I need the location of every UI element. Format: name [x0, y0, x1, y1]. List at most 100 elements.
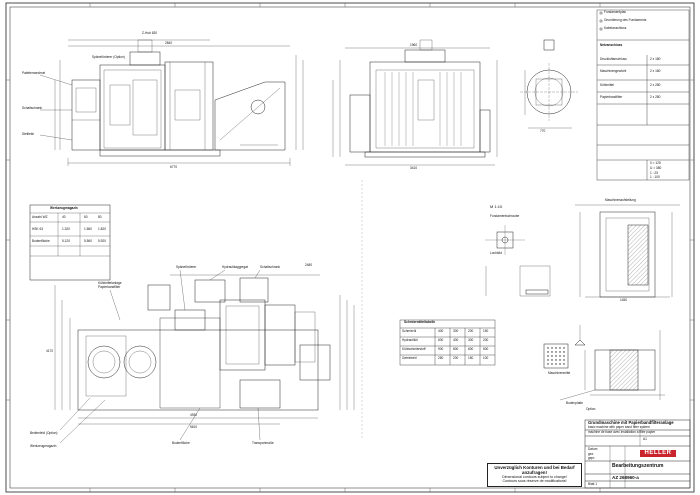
notice-box: Unverzüglich Konturen und bei Bedarf anz…: [487, 463, 582, 487]
anchor-label: Fundamentschraube: [490, 214, 520, 218]
plan-view-machine: [29, 204, 355, 444]
mid-r3c5: 500: [483, 347, 489, 351]
left-table-r1c3: 60: [84, 215, 88, 219]
plan-label-hydraulic: Hydraulikaggregat: [222, 265, 248, 269]
door-label: Stellteile: [22, 132, 35, 136]
plan-label-chip: Späneförderer: [176, 265, 197, 269]
detail-title: Maschinenaufstellung: [605, 198, 636, 202]
left-table-r1c4: 80: [98, 215, 102, 219]
left-table-r3c3: 5.560: [84, 239, 92, 243]
notes-column: [596, 9, 690, 181]
dim-plan-left: 4170: [46, 349, 54, 353]
side-view-machine: [332, 39, 498, 166]
title-block: [584, 419, 691, 489]
left-table-r1c1: Anzahl WZ: [32, 215, 48, 219]
mid-r2c2: 600: [438, 338, 444, 342]
value-6: U = 380: [650, 166, 662, 170]
plan-label-magazine: Werkzeugmagazin: [30, 444, 57, 448]
left-table-r3c2: 5.120: [62, 239, 70, 243]
center-label: Maschinenmitte: [548, 371, 571, 375]
left-table-r3c4: 5.920: [98, 239, 106, 243]
left-table-r2c1: HSK 63: [32, 227, 43, 231]
value-5: 0 = 125: [650, 161, 661, 165]
dim-small-top: 770: [540, 129, 546, 133]
mid-r4c3: 200: [453, 356, 459, 360]
spindle-label: Z-Hub 630: [142, 31, 158, 35]
tb-checked: gepr.: [588, 456, 596, 460]
option-label: Option: [586, 407, 596, 411]
note-7: Kühlmittel: [600, 83, 614, 87]
left-table-r3c1: Bodenfläche: [32, 239, 50, 243]
note-2: Grundierung des Fundaments: [604, 18, 647, 22]
main-title: Grundmaschine mit Papierbandfilteranlage: [588, 420, 674, 425]
sheet-number: Blatt 1: [588, 482, 598, 486]
front-view-machine: [39, 39, 304, 166]
chip-conveyor-label: Späneförderer (Option): [92, 55, 125, 59]
anchor-detail: [485, 225, 569, 369]
mid-r1c4: 200: [468, 329, 474, 333]
scale-label: M 1:10: [490, 204, 503, 209]
sheet-size: A1: [643, 437, 647, 441]
left-table-header: Werkzeugmagazin: [50, 206, 78, 210]
company-logo-text: HELLER: [640, 450, 676, 457]
mid-r2c5: 200: [483, 338, 489, 342]
left-table-r2c4: 1.820: [98, 227, 106, 231]
left-table-r2c2: 1.320: [62, 227, 70, 231]
notice-fr: Contours sous réserve de modifications!: [502, 479, 567, 484]
outer-frame: [5, 2, 695, 493]
mid-r3c2: 900: [438, 347, 444, 351]
mid-r4c1: Getriebeöl: [402, 356, 417, 360]
small-top-view: [520, 39, 578, 129]
inner-frame: [9, 6, 691, 489]
dim-side-top: 1960: [410, 43, 418, 47]
mid-r3c3: 800: [453, 347, 459, 351]
mid-r3c1: Kühlschmierstoff: [402, 347, 426, 351]
mid-r1c5: 150: [483, 329, 489, 333]
anchor-label-2: Lochbild: [490, 251, 502, 255]
note-4: Netzanschluss: [600, 43, 623, 47]
mid-r2c4: 300: [468, 338, 474, 342]
value-8: 1 : 100: [650, 175, 660, 179]
dim-front-top: 2840: [165, 41, 173, 45]
company-logo: HELLER: [640, 446, 676, 460]
mid-r1c1: Schmieröl: [402, 329, 417, 333]
lubricant-table-frame: [399, 319, 496, 366]
value-1: 2 x 180: [650, 57, 661, 61]
note-3: Kabelanschluss: [604, 26, 627, 30]
plan-label-floor: Bodenfläche: [172, 441, 190, 445]
mid-r4c5: 100: [483, 356, 489, 360]
column-label: Schaltschrank: [22, 106, 43, 110]
tb-drawn: gez.: [588, 452, 595, 456]
notice-en: Dimensional contours subject to change!: [502, 475, 567, 479]
dim-front-width: 6770: [170, 165, 178, 169]
mid-r2c1: Hydrauliköl: [402, 338, 418, 342]
mid-r1c3: 300: [453, 329, 459, 333]
note-8: Papierbandfilter: [600, 95, 623, 99]
ground-label: Bodenplatte: [566, 401, 584, 405]
drawing-number: AZ 268960-a: [612, 475, 639, 480]
value-7: 1 : 25: [650, 171, 658, 175]
foundation-detail: [559, 204, 680, 401]
mid-r2c3: 400: [453, 338, 459, 342]
plan-label-coolant: Kühlmittelanlage: [98, 281, 122, 285]
plan-label-transport: Transportmaße: [252, 441, 274, 445]
left-table-r1c2: 40: [62, 215, 66, 219]
dim-plan-width: 5610: [190, 425, 198, 429]
mid-table-header: Schmiermitteltabelle: [404, 320, 436, 324]
value-3: 2 x 280: [650, 83, 661, 87]
plan-label-filter: Papierbandfilter: [98, 285, 121, 289]
plan-label-operating: Bedienfeld (Option): [30, 431, 58, 435]
note-5: Druckluftanschluss: [600, 57, 627, 61]
note-6: Maschinengewicht: [600, 69, 627, 73]
main-title-fr: machine de base avec installation à filt…: [588, 430, 656, 434]
pallet-label: Palettenwechsel: [22, 71, 46, 75]
tb-date: Datum: [588, 447, 598, 451]
frame-ticks: [6, 3, 694, 492]
mid-r1c2: 400: [438, 329, 444, 333]
main-title-en: basic machine with paper band filter sys…: [588, 425, 650, 429]
mid-r4c4: 150: [468, 356, 474, 360]
plan-label-electrical: Schaltschrank: [260, 265, 281, 269]
dim-plan-right: 2480: [305, 263, 313, 267]
mid-r3c4: 600: [468, 347, 474, 351]
